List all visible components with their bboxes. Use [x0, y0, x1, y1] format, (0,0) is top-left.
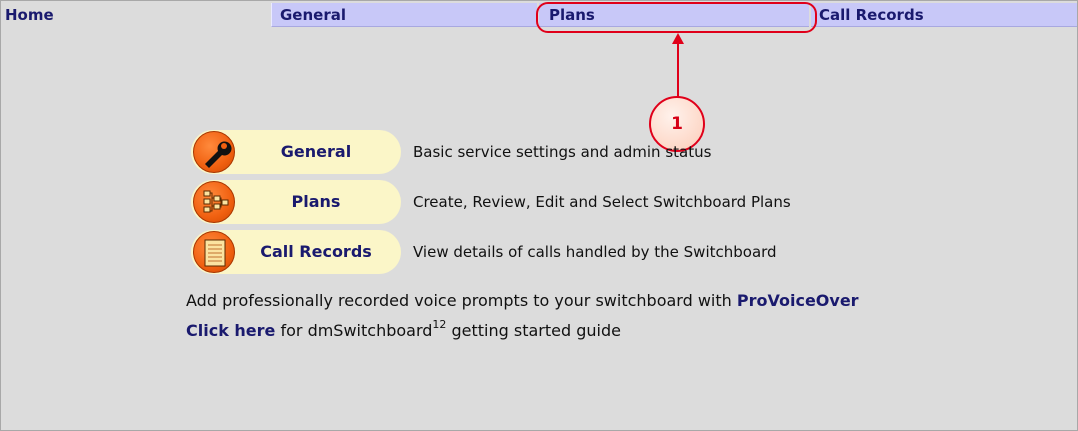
- menu-row-plans: Plans Create, Review, Edit and Select Sw…: [191, 180, 811, 224]
- annotation-arrow-line: [677, 41, 679, 99]
- plans-description: Create, Review, Edit and Select Switchbo…: [413, 193, 791, 211]
- top-navigation: Home General Plans Call Records: [1, 3, 1077, 27]
- promo-text-body: Add professionally recorded voice prompt…: [186, 291, 737, 310]
- click-here-link[interactable]: Click here: [186, 321, 276, 340]
- nav-home-link[interactable]: Home: [5, 6, 54, 24]
- guide-text-after: getting started guide: [446, 321, 621, 340]
- general-button[interactable]: General: [191, 130, 401, 174]
- guide-text-before: for dmSwitchboard: [275, 321, 433, 340]
- general-button-label: General: [280, 142, 352, 161]
- menu-row-general: General Basic service settings and admin…: [191, 130, 811, 174]
- provoiceover-link[interactable]: ProVoiceOver: [736, 291, 859, 310]
- call-records-description: View details of calls handled by the Swi…: [413, 243, 777, 261]
- plans-button-label: Plans: [291, 192, 341, 211]
- flowchart-icon: [193, 181, 235, 223]
- nav-tab-call-records[interactable]: Call Records: [811, 3, 1077, 27]
- guide-text: Click here for dmSwitchboard12 getting s…: [186, 318, 621, 340]
- menu-row-call-records: Call Records View details of calls handl…: [191, 230, 811, 274]
- plans-button[interactable]: Plans: [191, 180, 401, 224]
- nav-tab-general[interactable]: General: [271, 3, 537, 27]
- wrench-icon: [193, 131, 235, 173]
- general-description: Basic service settings and admin status: [413, 143, 712, 161]
- promo-text: Add professionally recorded voice prompt…: [186, 291, 859, 310]
- call-records-button[interactable]: Call Records: [191, 230, 401, 274]
- annotation-arrow-head: [672, 33, 684, 44]
- nav-tab-plans[interactable]: Plans: [539, 3, 809, 27]
- guide-superscript: 12: [432, 318, 447, 331]
- document-icon: [193, 231, 235, 273]
- annotation-callout: 1: [649, 96, 705, 152]
- call-records-button-label: Call Records: [260, 242, 372, 261]
